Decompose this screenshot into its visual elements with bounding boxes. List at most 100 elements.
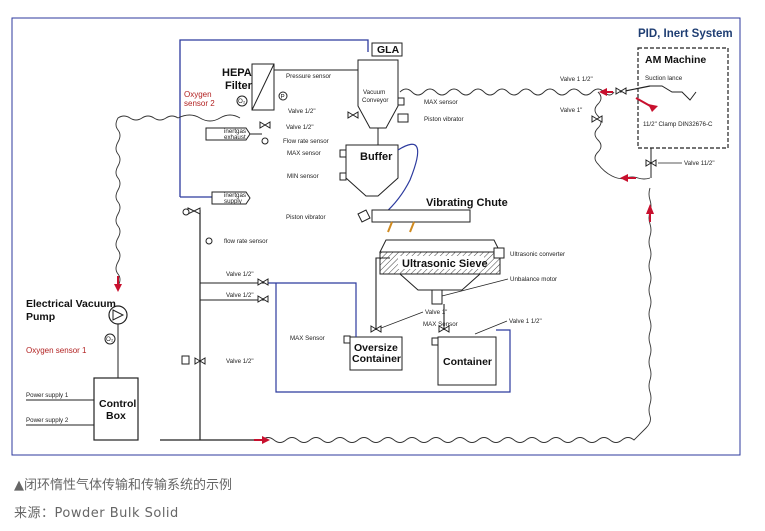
valve-half-2-icon (259, 121, 271, 129)
unbalance-motor-icon (431, 289, 443, 305)
inertgas-exhaust-arrow (205, 127, 251, 141)
vibrating-chute-body (371, 209, 471, 223)
hose-top-feed (399, 88, 615, 96)
flow-rate-sensor-top-label: Flow rate sensor (283, 138, 329, 145)
flow-arrow-1 (262, 436, 270, 444)
inert-supply-pipe (179, 39, 369, 197)
vacuum-conveyor-body (357, 59, 399, 129)
hepa-label-2: Filter (225, 80, 253, 92)
max-sensor-conveyor-icon (397, 97, 405, 106)
suction-lance (650, 85, 697, 101)
supply-regulator-icon (182, 208, 190, 216)
inertgas-supply-label-1: inertgas (224, 192, 246, 199)
valve-half-5-icon (194, 357, 206, 365)
diagram-frame (11, 17, 741, 456)
valve-half-3-icon (257, 278, 269, 286)
suction-lance-label: Suction lance (645, 75, 683, 82)
unbalance-motor-label: Unbalance motor (510, 276, 557, 283)
max-sensor-oversize-icon (343, 335, 351, 344)
flow-rate-sensor-top-icon (261, 137, 269, 145)
hepa-filter-diagonal (251, 63, 275, 111)
hepa-label-1: HEPA (222, 67, 252, 79)
gla-box (371, 42, 403, 57)
oversize-label-2: Container (352, 353, 401, 365)
oversize-outlet-pipe (375, 257, 390, 330)
power-supply-1-label: Power supply 1 (26, 392, 69, 399)
valve-half-5-label: Valve 1/2" (226, 358, 254, 365)
sieve-hopper (398, 273, 482, 291)
figure-caption: ▲闭环惰性气体传输和传输系统的示例 (14, 478, 232, 493)
oversize-container (349, 336, 403, 371)
valve-1-half-top-icon (615, 87, 627, 95)
valve-1-top-label: Valve 1" (560, 107, 582, 114)
hose-right-loop (594, 91, 651, 180)
piston-vibrator-2-label: Piston vibrator (286, 214, 326, 221)
chute-leg-2 (409, 221, 415, 233)
vacuum-pump-arrow (112, 309, 125, 321)
blue-return-loop (383, 143, 419, 215)
figure-source: 来源：Powder Bulk Solid (14, 506, 179, 521)
blue-pipe-container (275, 283, 511, 393)
max-sensor-buffer-icon (339, 149, 347, 158)
valve-half-4-icon (257, 295, 269, 303)
buffer-label: Buffer (360, 151, 393, 163)
flow-rate-sensor-mid-label: flow rate sensor (224, 238, 268, 245)
oxygen-sensor-1-symbol: O₂ (106, 336, 114, 343)
valve-1-top-icon (591, 115, 603, 123)
piston-vibrator-1-icon (397, 113, 409, 123)
flow-arrow-3 (620, 174, 628, 182)
inertgas-exhaust-label-2: exhaust (224, 134, 246, 141)
valve-1-leader (380, 311, 424, 329)
max-sensor-conveyor-label: MAX sensor (424, 99, 458, 106)
max-sensor-container-label: MAX Sensor (423, 321, 458, 328)
oversize-label-1: Oversize (354, 342, 398, 354)
oxygen-sensor-2-symbol: O₂ (238, 98, 246, 105)
vacuum-conveyor-label-1: Vacuum (363, 89, 385, 96)
control-box-label-1: Control (99, 398, 136, 410)
clamp-label: 11/2" Clamp DIN32676-C (643, 121, 713, 128)
flow-arrow-5 (114, 284, 122, 292)
max-sensor-container-icon (431, 337, 439, 346)
ultrasonic-sieve-top (379, 239, 501, 253)
vacuum-pump-label-2: Pump (26, 311, 55, 323)
flow-arrow-4 (599, 88, 607, 96)
valve-11-2-label: Valve 11/2" (684, 160, 715, 167)
ultrasonic-converter-label: Ultrasonic converter (510, 251, 565, 258)
return-hose-left (115, 115, 179, 287)
valve-half-1-label: Valve 1/2" (288, 108, 316, 115)
valve-half-3-label: Valve 1/2" (226, 271, 254, 278)
inertgas-supply-label-2: supply (224, 198, 243, 205)
oxygen-sensor-2-label-1: Oxygen (184, 90, 212, 99)
hose-top-to-buffer (177, 114, 241, 122)
valve-half-5-actuator (181, 355, 190, 365)
control-box (93, 377, 139, 441)
max-sensor-oversize-label: MAX Sensor (290, 335, 325, 342)
vacuum-pump-label-1: Electrical Vacuum (26, 298, 116, 310)
flow-arrow-2 (646, 204, 654, 214)
vacuum-conveyor-label-2: Conveyor (362, 97, 388, 104)
control-box-label-2: Box (106, 410, 126, 422)
chute-leg-1 (387, 221, 393, 233)
inertgas-supply-arrow (211, 191, 251, 205)
power-supply-2-label: Power supply 2 (26, 417, 69, 424)
min-sensor-icon (339, 172, 347, 181)
valve-1-half-container-icon (438, 325, 450, 333)
ultrasonic-sieve-label: Ultrasonic Sieve (402, 258, 488, 270)
oxygen-sensor-1-icon (104, 333, 116, 345)
gla-label: GLA (377, 44, 400, 56)
flow-arrow-6-tail (635, 97, 653, 108)
blue-pipe-oversize (268, 282, 357, 337)
oxygen-sensor-2-icon (236, 95, 248, 107)
diagram-title: PID, Inert System (638, 28, 733, 40)
ultrasonic-converter-icon (493, 247, 505, 259)
piston-vibrator-2-icon (357, 209, 371, 223)
supply-valve-icon (187, 207, 201, 215)
max-sensor-buffer-label: MAX sensor (287, 150, 321, 157)
container (437, 336, 497, 386)
valve-1-label: Valve 1" (425, 309, 447, 316)
valve-half-4-label: Valve 1/2" (226, 292, 254, 299)
valve-half-2-label: Valve 1/2" (286, 124, 314, 131)
pressure-gauge-symbol: P (281, 94, 285, 101)
pressure-sensor-label: Pressure sensor (286, 73, 331, 80)
